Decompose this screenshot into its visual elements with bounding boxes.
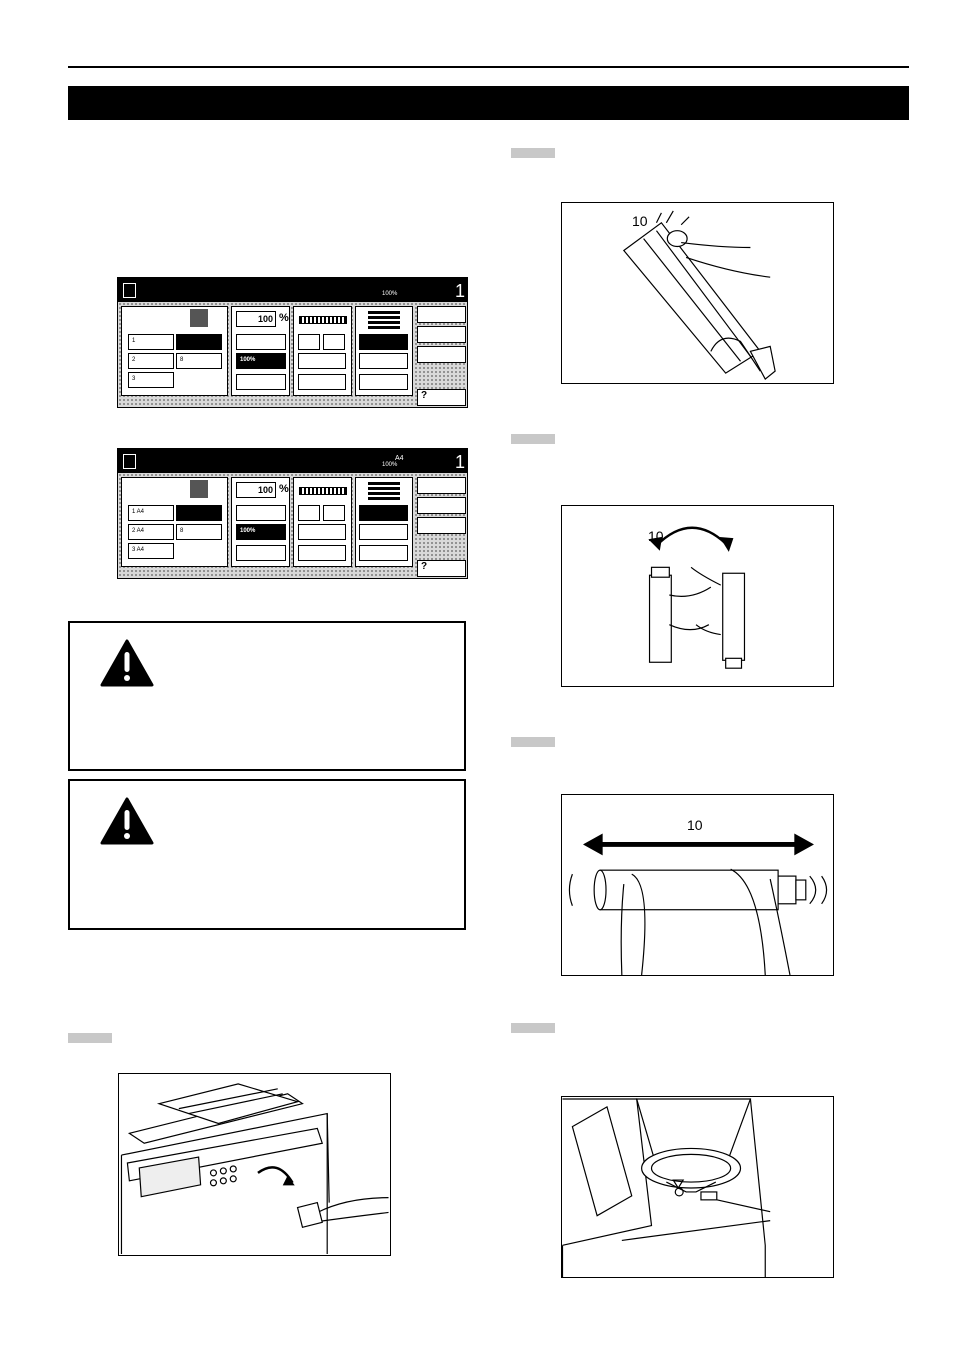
zoom-auto-button[interactable]: [236, 334, 286, 350]
exposure-darker-button[interactable]: [323, 505, 345, 521]
side-button-1[interactable]: [417, 477, 466, 494]
zoom-value: 100: [258, 314, 274, 324]
bypass-button[interactable]: 8: [176, 524, 222, 540]
sort-on-button[interactable]: [359, 505, 408, 521]
panel-menu-icon: [123, 454, 136, 469]
cartridge-tap-illustration: [622, 210, 776, 380]
warning-triangle-icon: [100, 639, 154, 687]
figure-open-front-cover: [118, 1073, 391, 1256]
exposure-scale: [299, 316, 347, 324]
header-rule: [68, 66, 909, 68]
tray-2-button[interactable]: 2: [128, 353, 174, 369]
percent-sign: %: [279, 483, 289, 495]
warning-box-1: [68, 621, 466, 771]
help-button[interactable]: ?: [417, 560, 466, 577]
panel-top-bar: [118, 449, 467, 473]
step-marker-3: [511, 434, 555, 444]
exposure-lighter-button[interactable]: [298, 334, 320, 350]
sort-more-button[interactable]: [359, 545, 408, 561]
touch-panel-2: A4 1 1 A4 2 A4 3 A4 8 100 % 100% ? 100%: [117, 448, 468, 579]
copy-count: 1: [455, 452, 466, 472]
copy-count: 1: [455, 281, 466, 301]
exposure-scale: [299, 487, 347, 495]
help-button[interactable]: ?: [417, 389, 466, 406]
bypass-button[interactable]: 8: [176, 353, 222, 369]
zoom-100-button[interactable]: 100%: [236, 353, 286, 369]
figure-tap-cartridge: 10: [561, 202, 834, 384]
tap-count-label: 10: [632, 213, 648, 229]
exposure-auto-button[interactable]: [298, 524, 346, 540]
sort-icon: [368, 311, 400, 329]
panel-top-bar: [118, 278, 467, 302]
shake-count-label: 10: [687, 817, 703, 833]
exposure-more-button[interactable]: [298, 374, 346, 390]
exposure-auto-button[interactable]: [298, 353, 346, 369]
warning-triangle-icon: [100, 797, 154, 845]
tray-3-button[interactable]: 3: [128, 372, 174, 388]
cartridge-shake-illustration: [568, 833, 828, 975]
sort-more-button[interactable]: [359, 374, 408, 390]
exposure-lighter-button[interactable]: [298, 505, 320, 521]
figure-install-cartridge: [561, 1096, 834, 1278]
side-button-3[interactable]: [417, 346, 466, 363]
side-button-3[interactable]: [417, 517, 466, 534]
side-button-2[interactable]: [417, 326, 466, 343]
exposure-darker-button[interactable]: [323, 334, 345, 350]
copier-illustration: [120, 1083, 389, 1255]
invert-count-label: 10: [648, 528, 664, 544]
zoom-auto-button[interactable]: [236, 505, 286, 521]
auto-paper-button[interactable]: [176, 505, 222, 521]
cartridge-install-illustration: [562, 1098, 771, 1277]
step-marker-2: [511, 148, 555, 158]
warning-box-2: [68, 779, 466, 930]
percent-sign: %: [279, 312, 289, 324]
exposure-more-button[interactable]: [298, 545, 346, 561]
copier-icon: [190, 480, 208, 498]
status-readout: 100%: [382, 291, 398, 297]
zoom-more-button[interactable]: [236, 545, 286, 561]
step-marker-4: [511, 737, 555, 747]
sort-on-button[interactable]: [359, 334, 408, 350]
touch-panel-1: 1 1 2 3 8 100 % 100% ? 100%: [117, 277, 468, 408]
zoom-value: 100: [258, 485, 274, 495]
paper-size-readout: A4: [395, 455, 404, 462]
tray-3-button[interactable]: 3 A4: [128, 543, 174, 559]
auto-paper-button[interactable]: [176, 334, 222, 350]
side-button-2[interactable]: [417, 497, 466, 514]
figure-invert-cartridge: 10: [561, 505, 834, 687]
sort-off-button[interactable]: [359, 524, 408, 540]
status-readout: 100%: [382, 462, 398, 468]
step-marker-5: [511, 1023, 555, 1033]
copier-icon: [190, 309, 208, 327]
zoom-more-button[interactable]: [236, 374, 286, 390]
tray-2-button[interactable]: 2 A4: [128, 524, 174, 540]
section-banner: [68, 86, 909, 120]
cartridge-invert-illustration: [648, 526, 746, 669]
zoom-100-button[interactable]: 100%: [236, 524, 286, 540]
step-marker-1: [68, 1033, 112, 1043]
side-button-1[interactable]: [417, 306, 466, 323]
figure-shake-horizontal: 10: [561, 794, 834, 976]
tray-1-button[interactable]: 1 A4: [128, 505, 174, 521]
zoom-value-field: [236, 311, 276, 327]
sort-icon: [368, 482, 400, 500]
zoom-value-field: [236, 482, 276, 498]
panel-menu-icon: [123, 283, 136, 298]
sort-off-button[interactable]: [359, 353, 408, 369]
tray-1-button[interactable]: 1: [128, 334, 174, 350]
